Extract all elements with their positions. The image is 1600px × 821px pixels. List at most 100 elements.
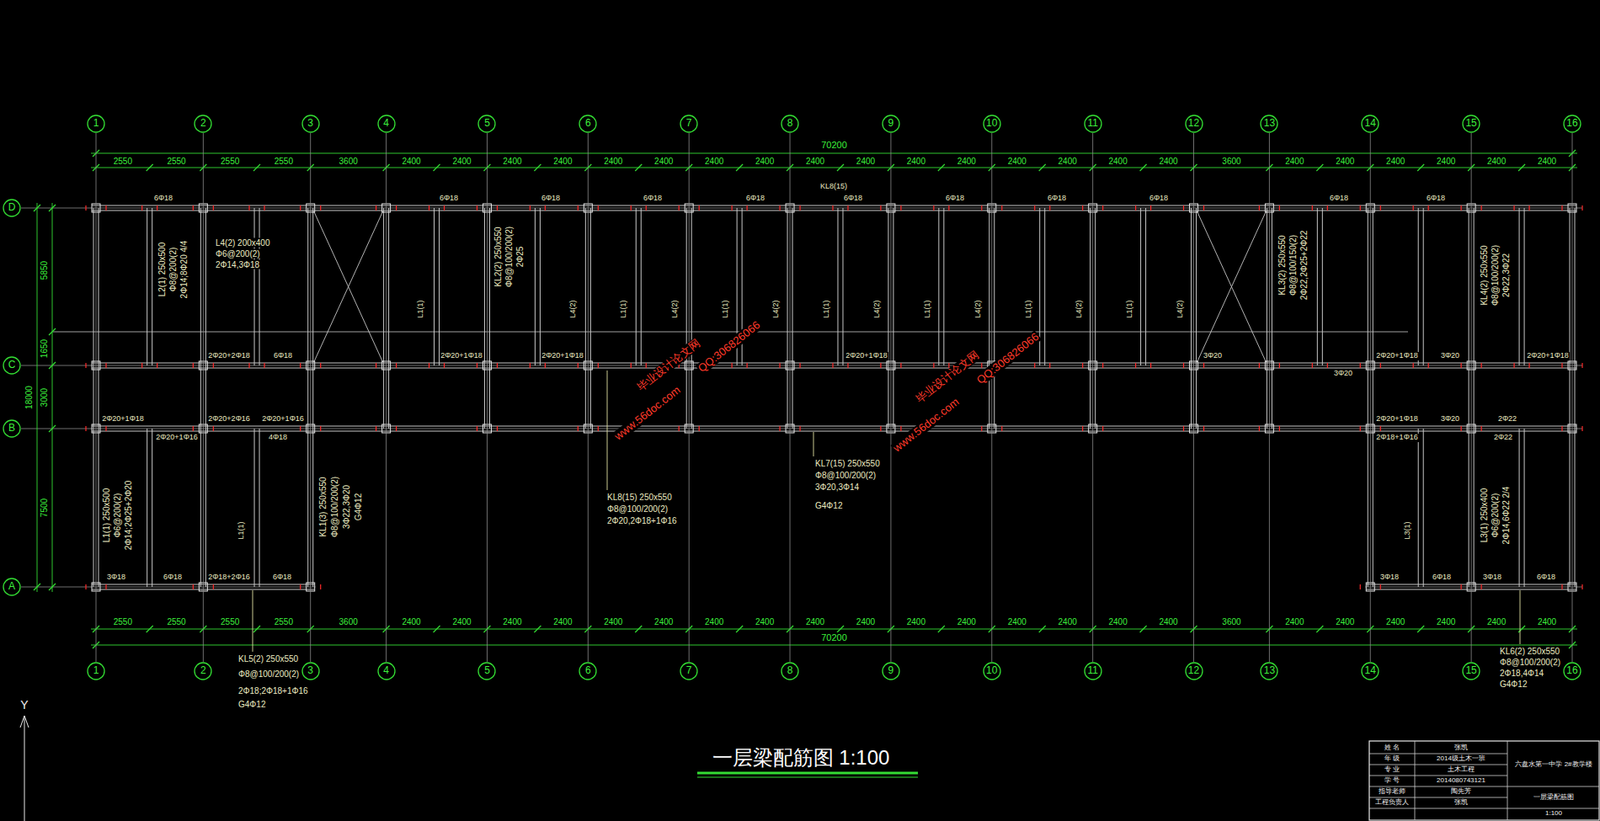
- rebar-mark: [900, 362, 902, 368]
- axis-grid-line: [385, 133, 387, 662]
- rebar-mark: [213, 362, 214, 368]
- rebar-mark: [1001, 426, 1003, 432]
- beam-annotation: L2(1) 250x500: [157, 241, 167, 299]
- beam-annotation: 2Φ14;8Φ20 4/4: [179, 240, 189, 300]
- axis-bubble: 16: [1562, 114, 1582, 134]
- axis-number: 11: [1087, 665, 1098, 677]
- rebar-mark: [375, 362, 377, 368]
- rebar-mark: [981, 426, 982, 432]
- dimension-text: 2400: [400, 156, 422, 166]
- beam-annotation: KL5(2) 250x550: [237, 654, 299, 664]
- rebar-mark: [1312, 362, 1313, 368]
- title-block-text: 工程负责人: [1374, 799, 1410, 807]
- rebar-mark: [1327, 205, 1328, 211]
- axis-bubble: 5: [477, 661, 496, 681]
- bubble-circle: [882, 115, 900, 133]
- bubble-circle: [1563, 115, 1581, 133]
- axis-bubble: 8: [780, 114, 800, 134]
- bubble-circle: [579, 662, 597, 680]
- rebar-label: 2Φ20+1Φ18: [1375, 415, 1419, 424]
- rebar-label: 3Φ18: [106, 573, 127, 582]
- dimension-tick: [1316, 164, 1323, 171]
- rebar-label: 2Φ20+1Φ16: [154, 433, 199, 443]
- beam-label: L1(1): [923, 298, 933, 319]
- axis-number: B: [8, 422, 16, 434]
- dimension-tick: [1518, 625, 1526, 633]
- beam-annotation: L3(1) 250x400: [1479, 487, 1489, 544]
- dimension-text: 18000: [24, 384, 34, 411]
- axis-bubble: 7: [679, 661, 699, 681]
- beam-edge: [1524, 428, 1526, 587]
- beam-edge: [438, 208, 440, 366]
- rebar-mark: [880, 205, 881, 211]
- beam-edge: [988, 208, 990, 429]
- stair-cross: [1197, 211, 1267, 363]
- rebar-mark: [1150, 362, 1152, 368]
- bubble-circle: [983, 662, 1001, 680]
- rebar-label: 2Φ20+1Φ18: [439, 352, 484, 361]
- rebar-mark: [1183, 362, 1184, 368]
- beam-edge: [98, 208, 100, 587]
- dimension-text: 2400: [1486, 617, 1507, 627]
- rebar-mark: [1461, 362, 1462, 368]
- rebar-mark: [1581, 584, 1583, 590]
- beam-annotation: G4Φ12: [353, 492, 363, 522]
- rebar-mark: [105, 584, 107, 590]
- dimension-text: 2400: [451, 617, 472, 627]
- bubble-circle: [378, 662, 395, 680]
- bubble-circle: [302, 115, 320, 133]
- dimension-text: 2550: [165, 156, 187, 166]
- bubble-circle: [1462, 115, 1480, 133]
- dimension-text: 2400: [501, 617, 523, 627]
- dimension-text: 2400: [855, 156, 876, 166]
- leader-line: [252, 590, 254, 652]
- axis-number: 16: [1566, 665, 1578, 677]
- rebar-mark: [880, 362, 881, 368]
- title-block-rule: [1414, 741, 1416, 821]
- axis-grid-line: [1471, 133, 1472, 662]
- title-block-rule: [1369, 764, 1508, 766]
- stair-cross: [1197, 211, 1267, 363]
- title-block-rule: [1369, 753, 1508, 755]
- rebar-mark: [597, 426, 599, 432]
- dimension-text: 2400: [754, 156, 775, 166]
- rebar-label: 2Φ18+1Φ16: [1375, 433, 1419, 443]
- rebar-mark: [105, 362, 107, 368]
- rebar-mark: [476, 205, 478, 211]
- beam-edge: [307, 208, 309, 587]
- dimension-line: [90, 629, 1578, 630]
- title-block-rule: [1369, 797, 1508, 799]
- beam-edge: [205, 208, 207, 587]
- dimension-text: 2400: [1334, 156, 1355, 166]
- rebar-mark: [678, 205, 680, 211]
- beam-edge: [254, 428, 256, 587]
- title-block-rule: [1507, 786, 1600, 788]
- dimension-tick: [938, 164, 945, 171]
- dimension-text: 3600: [1221, 617, 1242, 627]
- beam-annotation: 2Φ22,3Φ22: [1501, 252, 1511, 299]
- rebar-label: 6Φ18: [642, 194, 663, 203]
- rebar-label: 6Φ18: [1431, 573, 1452, 582]
- dimension-text: 2550: [273, 156, 294, 166]
- axis-bubble: 1: [86, 114, 106, 134]
- beam-edge: [1372, 208, 1374, 587]
- title-block-text: 一层梁配筋图: [1532, 794, 1575, 802]
- bubble-circle: [1260, 115, 1278, 133]
- rebar-mark: [597, 205, 599, 211]
- rebar-mark: [1258, 205, 1260, 211]
- rebar-mark: [1561, 205, 1563, 211]
- dimension-tick: [33, 204, 41, 212]
- axis-number: 15: [1465, 117, 1477, 129]
- bubble-circle: [680, 115, 698, 133]
- bubble-circle: [1084, 115, 1102, 133]
- dimension-text: 2400: [1284, 617, 1305, 627]
- beam-annotation: KL1(3) 250x550: [318, 475, 328, 538]
- dimension-tick: [533, 164, 541, 171]
- rebar-mark: [105, 426, 107, 432]
- beam-annotation: 3Φ22,3Φ20: [341, 484, 352, 530]
- rebar-mark: [778, 426, 780, 432]
- rebar-mark: [1461, 205, 1462, 211]
- bubble-circle: [194, 662, 212, 680]
- rebar-mark: [192, 584, 194, 590]
- axis-bubble: A: [2, 577, 22, 597]
